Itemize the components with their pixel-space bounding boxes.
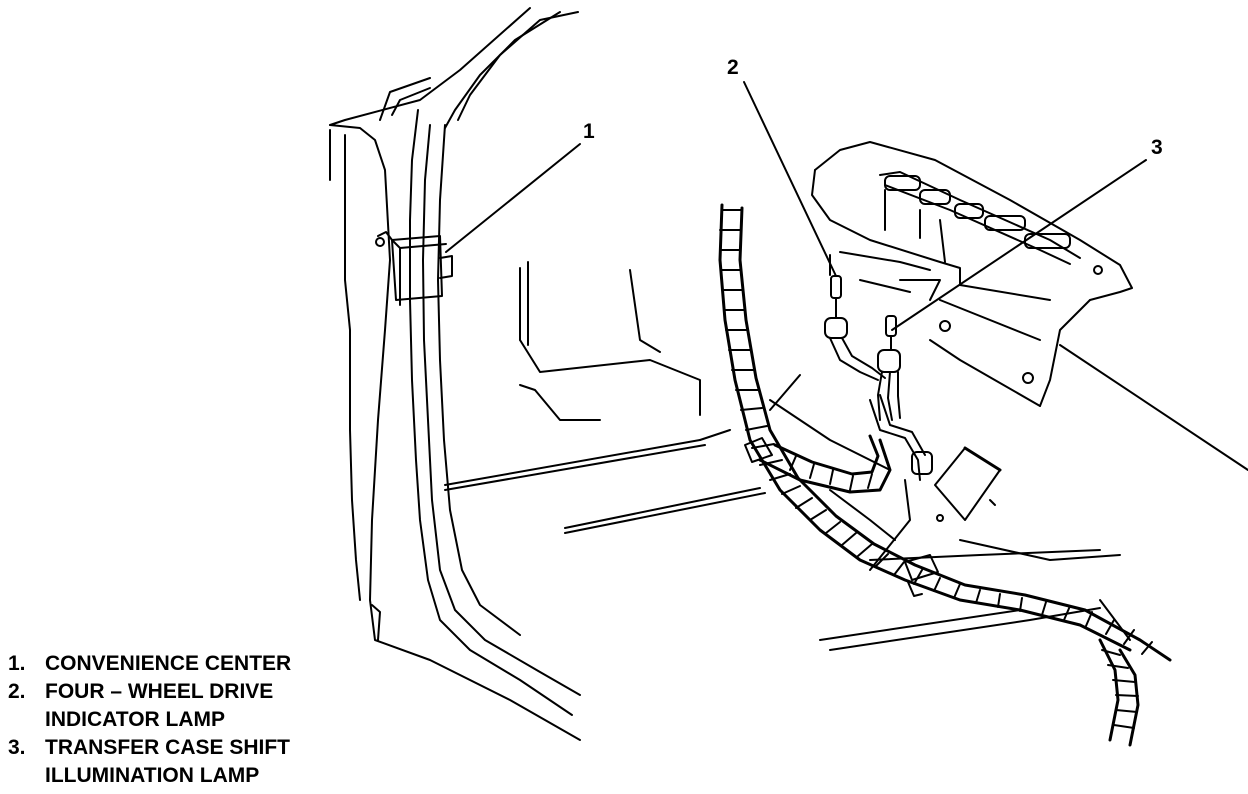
legend-label: TRANSFER CASE SHIFT ILLUMINATION LAMP (45, 736, 291, 787)
lamp-connectors (824, 275, 933, 571)
legend-label: FOUR – WHEEL DRIVE INDICATOR LAMP (45, 680, 274, 731)
legend-number: 2. (8, 680, 26, 703)
wiring-harness (718, 203, 1172, 747)
leader-line-3 (891, 159, 1147, 331)
leader-line-1 (445, 143, 581, 253)
legend: 1. CONVENIENCE CENTER 2. FOUR – WHEEL DR… (8, 650, 368, 790)
callout-3: 3 (1151, 136, 1163, 159)
leader-lines (445, 81, 1147, 331)
instrument-panel (811, 141, 1133, 407)
door-pillar (329, 7, 581, 741)
convenience-center (375, 231, 453, 306)
legend-label: CONVENIENCE CENTER (45, 652, 292, 675)
callout-2: 2 (727, 56, 739, 79)
legend-item: 3. TRANSFER CASE SHIFT ILLUMINATION LAMP (8, 734, 368, 790)
legend-number: 3. (8, 736, 26, 759)
leader-line-2 (743, 81, 837, 277)
legend-item: 1. CONVENIENCE CENTER (8, 650, 368, 678)
floor-and-back-wall (444, 261, 1248, 651)
callout-1: 1 (583, 120, 595, 143)
legend-number: 1. (8, 652, 26, 675)
legend-item: 2. FOUR – WHEEL DRIVE INDICATOR LAMP (8, 678, 368, 734)
